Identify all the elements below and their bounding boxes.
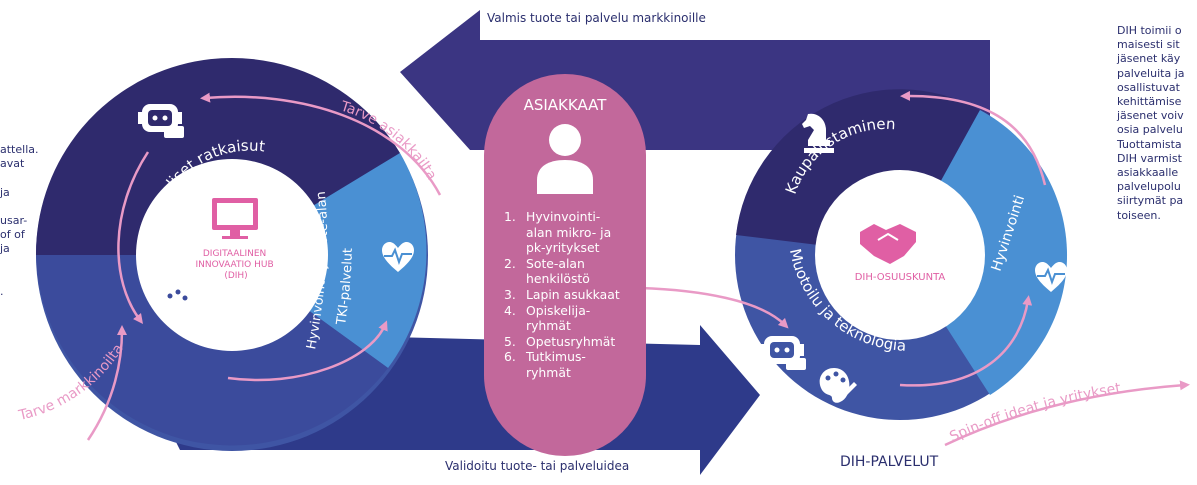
heart-pulse-icon bbox=[382, 241, 414, 272]
right-text-line: DIH toimii o bbox=[1117, 24, 1182, 37]
bottom-arrow-label: Validoitu tuote- tai palveluidea bbox=[445, 459, 629, 473]
customer-item: 3. Lapin asukkaat bbox=[504, 287, 620, 303]
customers-list: 1. Hyvinvointi- alan mikro- ja pk-yrityks… bbox=[504, 209, 620, 381]
customer-item-text: Hyvinvointi- alan mikro- ja pk-yritykset bbox=[526, 209, 612, 256]
heart-pulse-icon bbox=[1035, 261, 1067, 292]
customer-item: 6. Tutkimus- ryhmät bbox=[504, 349, 620, 380]
monitor-icon bbox=[212, 198, 258, 239]
dih-services-caption: DIH-PALVELUT bbox=[840, 454, 939, 470]
handshake-icon bbox=[860, 224, 916, 264]
left-segment-right bbox=[232, 153, 427, 368]
right-text-line: osia palvelu bbox=[1117, 123, 1183, 137]
customer-item-number: 1. bbox=[504, 209, 516, 224]
palette-icon bbox=[161, 286, 199, 321]
right-text-line: kehittämise bbox=[1117, 95, 1182, 109]
right-center-label: DIH-OSUUSKUNTA bbox=[855, 272, 946, 283]
customer-item-number: 3. bbox=[504, 286, 516, 302]
left-text-line: . bbox=[0, 284, 4, 298]
left-segment-bottom bbox=[36, 255, 388, 446]
right-text-line: Tuottamista bbox=[1117, 137, 1182, 151]
right-text-line: siirtymät pa bbox=[1117, 194, 1184, 208]
left-text-line bbox=[0, 200, 38, 214]
right-text-line: palveluita ja bbox=[1117, 66, 1185, 80]
left-text-line bbox=[0, 257, 38, 271]
left-text-line: attella. bbox=[0, 143, 39, 156]
right-text-line: jäsenet käy bbox=[1117, 52, 1181, 66]
customer-item: 2. Sote-alan henkilöstö bbox=[504, 256, 620, 287]
robot-icon bbox=[138, 104, 184, 138]
right-arc-bottom bbox=[899, 295, 1033, 387]
left-arc-right bbox=[227, 320, 388, 382]
robot-icon bbox=[760, 336, 806, 370]
customers-pill: ASIAKKAAT 1. Hyvinvointi- alan mikro- ja … bbox=[484, 74, 646, 456]
customer-item: 4. Opiskelija- ryhmät bbox=[504, 303, 620, 334]
chess-knight-icon bbox=[802, 113, 834, 153]
right-text-line: jäsenet voiv bbox=[1117, 109, 1184, 123]
customer-item-number: 6. bbox=[504, 349, 516, 365]
left-arc-bottom bbox=[86, 325, 127, 441]
right-text-line: DIH varmist bbox=[1117, 151, 1182, 165]
left-text-line: usar- bbox=[0, 213, 28, 227]
hub-title: DIGITAALINEN INNOVAATIO HUB (DIH) bbox=[196, 249, 277, 281]
customers-title: ASIAKKAAT bbox=[523, 96, 607, 114]
top-arrow-band bbox=[400, 10, 990, 240]
customer-item: 5. Opetusryhmät bbox=[504, 334, 620, 350]
customer-item-text: Sote-alan henkilöstö bbox=[526, 255, 590, 287]
left-text-line: ja bbox=[0, 185, 10, 199]
customer-item-text: Lapin asukkaat bbox=[526, 286, 620, 302]
left-cycle bbox=[35, 57, 428, 451]
customer-item-text: Opetusryhmät bbox=[526, 333, 616, 349]
spinoff-arrow bbox=[944, 380, 1190, 447]
customer-item-number: 4. bbox=[504, 302, 516, 318]
customer-item-number: 5. bbox=[504, 333, 516, 349]
right-text-line: osallistuvat bbox=[1117, 80, 1180, 94]
left-arc-top bbox=[200, 92, 442, 196]
right-arc-in bbox=[639, 286, 789, 329]
left-text-line: ja bbox=[0, 242, 10, 256]
right-text-line: palvelupolu bbox=[1117, 180, 1181, 194]
top-arrow-label: Valmis tuote tai palvelu markkinoille bbox=[487, 11, 706, 25]
right-arc-top bbox=[900, 90, 1047, 186]
palette-icon bbox=[819, 368, 857, 403]
left-text-line bbox=[0, 171, 38, 185]
person-icon bbox=[537, 124, 593, 194]
right-text-line: toiseen. bbox=[1117, 208, 1161, 222]
left-arc-left bbox=[117, 151, 150, 325]
customer-item: 1. Hyvinvointi- alan mikro- ja pk-yrityks… bbox=[504, 209, 620, 256]
left-text-line: of of bbox=[0, 228, 25, 242]
customer-item-number: 2. bbox=[504, 255, 516, 271]
customer-item-text: Tutkimus- ryhmät bbox=[526, 349, 586, 380]
customer-item-text: Opiskelija- ryhmät bbox=[526, 302, 591, 334]
left-text-line: avat bbox=[0, 157, 25, 171]
left-text-line bbox=[0, 271, 38, 285]
right-text-line: asiakkaalle bbox=[1117, 166, 1179, 180]
right-text-line: maisesti sit bbox=[1117, 38, 1180, 52]
